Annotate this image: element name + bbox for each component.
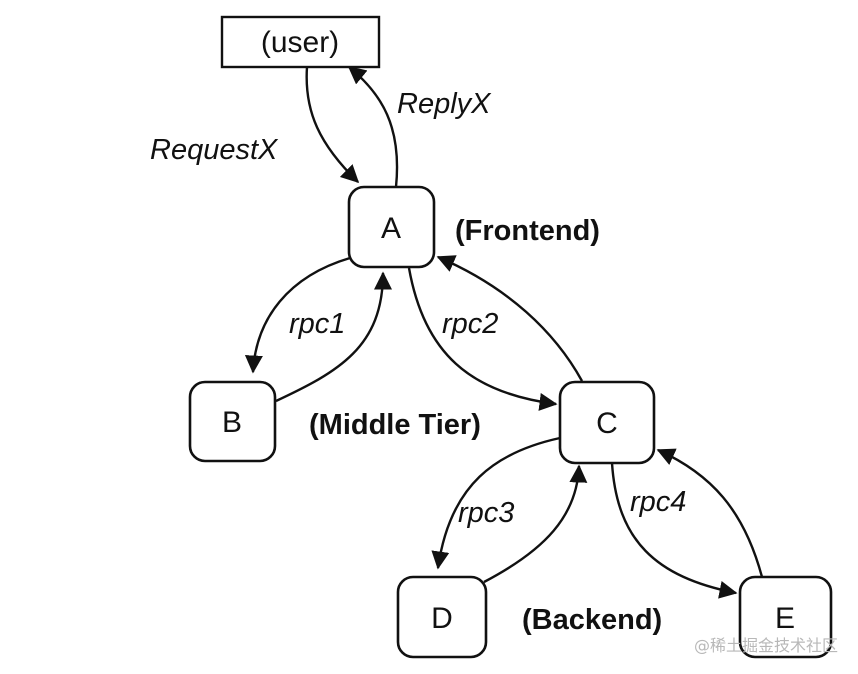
node-a-label: A [381, 212, 401, 245]
rpc2-label: rpc2 [442, 308, 498, 340]
node-e-label: E [775, 602, 795, 635]
rpc4-call-arrow [610, 462, 738, 599]
user-label: (user) [261, 26, 339, 59]
node-b-label: B [222, 406, 242, 439]
user-box [220, 15, 381, 69]
node-d-label: D [431, 602, 453, 635]
rpc3-call-arrow [431, 436, 561, 570]
rpc3-return-arrow [483, 464, 588, 584]
middle-tier-label: (Middle Tier) [309, 409, 481, 441]
rpc4-label: rpc4 [630, 486, 686, 518]
rpc1-label: rpc1 [289, 308, 345, 340]
node-d-box [396, 575, 488, 659]
backend-tier-label: (Backend) [522, 604, 662, 636]
requestx-label: RequestX [150, 134, 279, 166]
rpc3-label: rpc3 [458, 497, 514, 529]
rpc4-return-arrow [656, 448, 764, 578]
frontend-tier-label: (Frontend) [455, 215, 600, 247]
node-c-box [558, 380, 656, 465]
watermark: @稀土掘金技术社区 [693, 636, 838, 655]
replyx-label: ReplyX [397, 88, 492, 120]
reply-arrow [347, 66, 399, 188]
node-c-label: C [596, 407, 618, 440]
rpc2-return-arrow [436, 255, 584, 382]
node-e-box [738, 575, 833, 659]
rpc1-return-arrow [275, 271, 392, 403]
node-b-box [188, 380, 277, 463]
node-a-box [347, 185, 436, 269]
rpc1-call-arrow [244, 256, 351, 374]
request-arrow [305, 66, 360, 184]
rpc2-call-arrow [407, 267, 558, 411]
